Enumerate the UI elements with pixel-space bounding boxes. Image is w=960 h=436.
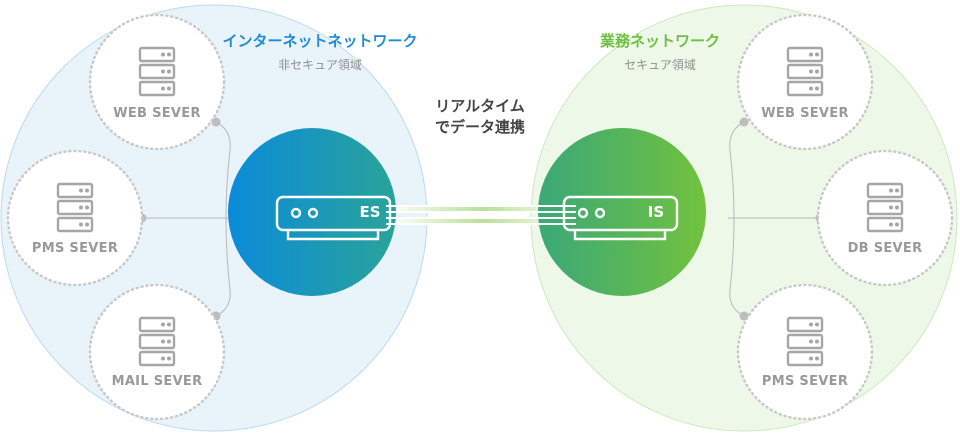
is-device-label: IS xyxy=(647,203,665,221)
internet-zone-subtitle: 非セキュア領域 xyxy=(278,58,362,72)
link-rails xyxy=(386,205,576,225)
realtime-sync-caption-line1: リアルタイム xyxy=(435,97,525,115)
es-device-label: ES xyxy=(359,203,381,221)
realtime-sync-caption: リアルタイム でデータ連携 xyxy=(400,96,560,138)
internet-zone-title: インターネットネットワーク xyxy=(222,32,418,50)
business-server-label-1: WEB SEVER xyxy=(761,106,849,121)
es-node xyxy=(228,128,396,296)
realtime-sync-caption-line2: でデータ連携 xyxy=(434,118,525,136)
business-server-label-2: DB SEVER xyxy=(847,241,923,256)
internet-server-label-2: PMS SEVER xyxy=(31,241,119,256)
gateway-device-icon xyxy=(275,195,392,241)
business-zone-subtitle: セキュア領域 xyxy=(624,58,696,72)
is-node xyxy=(538,128,706,296)
internet-server-label-1: WEB SEVER xyxy=(113,106,201,121)
gateway-device-icon xyxy=(562,195,679,241)
business-connectors xyxy=(728,121,820,317)
business-zone-title: 業務ネットワーク xyxy=(599,32,720,50)
business-server-label-3: PMS SEVER xyxy=(761,374,849,389)
internet-server-label-3: MAIL SEVER xyxy=(111,374,203,389)
internet-connectors xyxy=(142,121,232,317)
realtime-link xyxy=(388,205,578,225)
